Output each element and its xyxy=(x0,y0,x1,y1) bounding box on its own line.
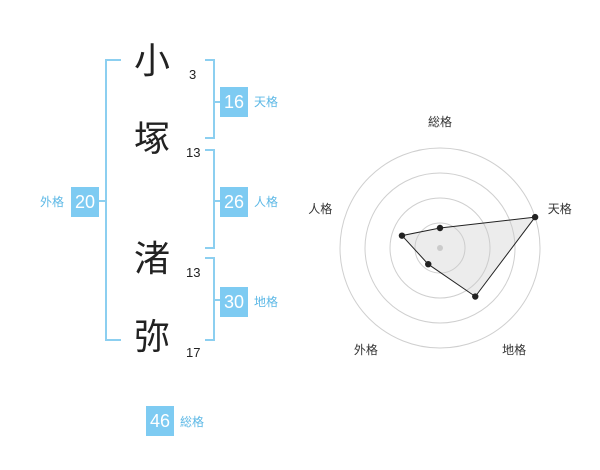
radar-axis-label-2: 天格 xyxy=(548,201,572,216)
radar-polygon xyxy=(401,216,537,298)
radar-point-3 xyxy=(472,293,479,300)
radar-axis-label-1: 総格 xyxy=(428,114,452,129)
ten-kaku-value: 16 xyxy=(220,87,248,117)
jin-bracket xyxy=(205,149,215,249)
radar-point-5 xyxy=(398,232,406,239)
jin-kaku-label: 人格 xyxy=(254,195,279,209)
gai-kaku-value: 20 xyxy=(71,187,99,217)
radar-ring-3 xyxy=(364,172,516,324)
radar-points xyxy=(398,213,539,300)
radar-axis-label-5: 人格 xyxy=(308,201,332,216)
sou-kaku-label: 総格 xyxy=(180,415,205,429)
radar-center xyxy=(437,245,443,251)
radar-point-1 xyxy=(436,224,444,232)
jin-kaku-value: 26 xyxy=(220,187,248,217)
radar-ring-1 xyxy=(414,222,466,274)
gai-kaku-label: 外格 xyxy=(40,195,65,209)
radar-rings xyxy=(339,147,541,349)
name-char-2: 塚 xyxy=(133,119,170,160)
name-char-3: 渚 xyxy=(133,239,170,280)
radar-ring-2 xyxy=(389,197,491,299)
sou-kaku-value: 46 xyxy=(146,406,174,436)
radar-point-2 xyxy=(531,213,539,221)
radar-point-4 xyxy=(425,260,432,268)
radar-axis-label-4: 外格 xyxy=(354,342,378,357)
chi-kaku-label: 地格 xyxy=(254,295,279,309)
chi-kaku-value: 30 xyxy=(220,287,248,317)
name-char-1: 小 xyxy=(133,41,170,82)
ten-kaku-label: 天格 xyxy=(254,95,279,109)
stroke-count-3: 13 xyxy=(186,265,201,280)
stroke-count-2: 13 xyxy=(186,145,201,160)
radar-axis-label-3: 地格 xyxy=(502,342,526,357)
name-char-4: 弥 xyxy=(133,317,170,358)
stroke-count-1: 3 xyxy=(189,67,197,82)
radar-shape xyxy=(401,216,537,298)
stroke-count-4: 17 xyxy=(186,345,201,360)
radar-ring-4 xyxy=(339,147,541,349)
ten-bracket xyxy=(205,59,215,139)
